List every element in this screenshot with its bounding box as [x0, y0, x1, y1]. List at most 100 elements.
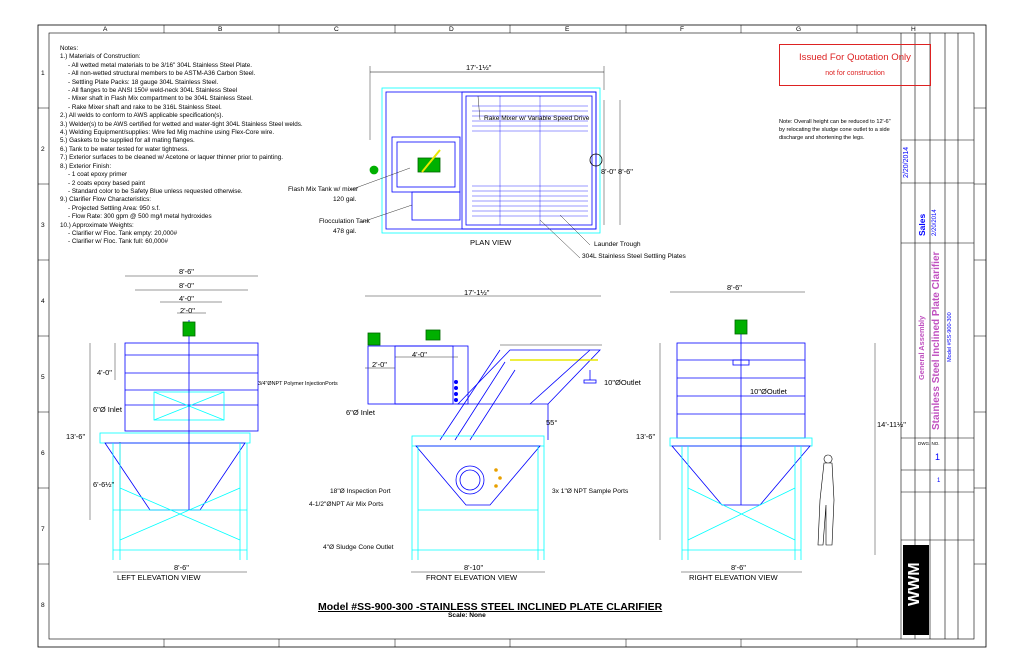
left-w1: 8'-6" — [179, 267, 194, 276]
right-outlet: 10"ØOutlet — [750, 387, 787, 396]
grid-row-3: 3 — [41, 222, 45, 229]
tb-model: Model #SS-900-300 — [947, 312, 953, 362]
plan-view — [349, 66, 621, 259]
front-sample: 3x 1"Ø NPT Sample Ports — [552, 488, 629, 495]
front-sludge: 4"Ø Sludge Cone Outlet — [323, 544, 394, 551]
right-top: 8'-6" — [727, 283, 742, 292]
front-outlet: 10"ØOutlet — [604, 378, 641, 387]
stamp-line-2: not for construction — [825, 70, 885, 77]
tb-desc-1: General Assembly — [917, 315, 926, 380]
note-line: 6.) Tank to be water tested for water ti… — [60, 145, 190, 153]
title-block-frame — [900, 33, 974, 639]
front-inlet: 6"Ø Inlet — [346, 408, 375, 417]
note-line: 7.) Exterior surfaces to be cleaned w/ A… — [60, 154, 283, 162]
floc-tank-gal: 478 gal. — [333, 228, 357, 235]
front-angle: 55° — [546, 418, 558, 427]
note-line: - Rake Mixer shaft and rake to be 316L S… — [68, 103, 222, 111]
column-ticks — [163, 25, 858, 647]
grid-row-2: 2 — [41, 146, 45, 153]
tb-desc-2: Stainless Steel Inclined Plate Clarifier — [931, 251, 942, 430]
note-line: 1.) Materials of Construction: — [60, 53, 141, 61]
note-line: 8.) Exterior Finish: — [60, 162, 112, 170]
drawing-title: Model #SS-900-300 -STAINLESS STEEL INCLI… — [318, 601, 663, 613]
stamp-line-1: Issued For Quotation Only — [799, 52, 911, 63]
note-line: - Clarifier w/ Floc. Tank full: 60,000# — [68, 238, 168, 246]
left-bottom: 8'-6" — [174, 563, 189, 572]
front-elevation — [365, 295, 602, 573]
right-elevation — [659, 291, 876, 573]
note-line: - Projected Settling Area: 950 s.f. — [68, 204, 161, 212]
note-line: - Flow Rate: 300 gpm @ 500 mg/l metal hy… — [68, 213, 212, 221]
note-line: - Standard color to be Safety Blue unles… — [68, 187, 243, 195]
notes-heading: Notes: — [60, 45, 79, 52]
front-polymer: 3/4"ØNPT Polymer InjectionPorts — [258, 381, 338, 387]
left-h1: 4'-0" — [97, 368, 112, 377]
tb-logo-text: WWM — [906, 562, 923, 606]
left-elevation — [89, 275, 259, 573]
plan-view-title: PLAN VIEW — [470, 238, 512, 247]
launder-label: Launder Trough — [594, 241, 641, 248]
quotation-stamp: Issued For Quotation Only not for constr… — [779, 44, 931, 86]
grid-row-7: 7 — [41, 526, 45, 533]
side-note: Note: Overall height can be reduced to 1… — [779, 118, 891, 142]
note-line: - Clarifier w/ Floc. Tank empty: 20,000# — [68, 229, 178, 237]
notes-block: Notes: 1.) Materials of Construction:- A… — [60, 45, 303, 247]
note-line: 3.) Welder(s) to be AWS certified for we… — [60, 120, 303, 128]
grid-col-b: B — [218, 26, 223, 33]
note-line: 4.) Welding Equipment/supplies: Wire fed… — [60, 129, 275, 137]
front-width: 17'-1½" — [464, 288, 490, 297]
grid-col-e: E — [565, 26, 570, 33]
tb-sheet-no: 1 — [937, 478, 941, 484]
side-note-line: by relocating the sludge cone outlet to … — [779, 127, 890, 133]
floc-tank-label: Flocculation Tank — [319, 218, 370, 225]
grid-col-c: C — [334, 26, 339, 33]
grid-row-5: 5 — [41, 374, 45, 381]
front-view-title: FRONT ELEVATION VIEW — [426, 573, 518, 582]
grid-col-g: G — [796, 26, 802, 33]
note-line: - All flanges to be ANSI 150# weld-neck … — [68, 87, 238, 95]
note-line: - All non-wetted structural members to b… — [68, 70, 256, 78]
flash-mix-gal: 120 gal. — [333, 196, 357, 203]
right-h1: 13'-6" — [636, 432, 656, 441]
tb-date-2: 2/20/2014 — [932, 209, 938, 236]
right-h2: 14'-11½" — [877, 420, 906, 429]
left-w4: 2'-0" — [180, 306, 195, 315]
note-line: 9.) Clarifier Flow Characteristics: — [60, 196, 151, 204]
notes-lines: 1.) Materials of Construction:- All wett… — [60, 53, 303, 246]
row-ticks — [38, 107, 986, 565]
note-line: - Mixer shaft in Flash Mix compartment t… — [68, 95, 253, 103]
tb-dwg-no: 1 — [935, 452, 941, 462]
tb-dwg-label: DWG. NO. — [918, 441, 940, 446]
drawing-scale: Scale: None — [448, 612, 486, 619]
grid-col-d: D — [449, 26, 454, 33]
rake-mixer-label: Rake Mixer w/ Variable Speed Drive — [484, 115, 590, 122]
note-line: - Settling Plate Packs: 18 gauge 304L St… — [68, 78, 219, 86]
right-view-title: RIGHT ELEVATION VIEW — [689, 573, 778, 582]
side-note-line: discharge and shortening the legs. — [779, 135, 865, 141]
side-note-line: Note: Overall height can be reduced to 1… — [779, 119, 891, 125]
note-line: 5.) Gaskets to be supplied for all matin… — [60, 137, 195, 145]
grid-row-8: 8 — [41, 602, 45, 609]
left-inlet: 6"Ø Inlet — [93, 405, 122, 414]
grid-row-1: 1 — [41, 70, 45, 77]
tb-date-1: 2/20/2014 — [903, 146, 910, 178]
front-d40: 4'-0" — [412, 350, 427, 359]
plan-right-dim: 8'-0" 8'-6" — [601, 167, 633, 176]
front-inspection: 18"Ø Inspection Port — [330, 488, 391, 495]
left-h-cone: 6'-6½" — [93, 480, 115, 489]
grid-col-a: A — [103, 26, 108, 33]
note-line: 10.) Approximate Weights: — [60, 221, 134, 229]
note-line: - 2 coats epoxy based paint — [68, 179, 146, 187]
left-view-title: LEFT ELEVATION VIEW — [117, 573, 201, 582]
grid-col-h: H — [911, 26, 916, 33]
left-w3: 4'-0" — [179, 294, 194, 303]
front-air-mix: 4-1/2"ØNPT Air Mix Ports — [309, 501, 384, 508]
company-logo — [903, 545, 929, 635]
grid-row-4: 4 — [41, 298, 45, 305]
front-d20: 2'-0" — [372, 360, 387, 369]
right-bottom: 8'-6" — [731, 563, 746, 572]
left-w2: 8'-0" — [179, 281, 194, 290]
front-bottom: 8'-10" — [464, 563, 484, 572]
